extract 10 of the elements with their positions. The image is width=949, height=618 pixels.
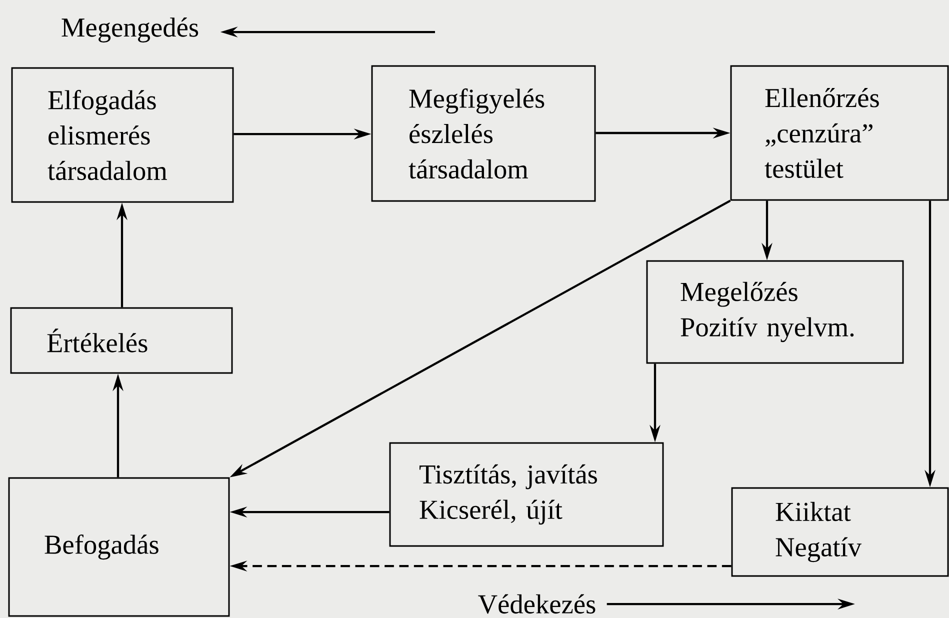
node-text: Megengedés: [62, 18, 198, 42]
process-box: Értékelés: [10, 307, 233, 374]
process-box: Megelőzés Pozitív nyelvm.: [646, 260, 904, 364]
process-box: Megfigyelés észlelés társadalom: [371, 65, 596, 202]
process-box: Elfogadás elismerés társadalom: [11, 67, 234, 203]
process-box: Tisztítás, javítás Kicserél, újít: [389, 442, 664, 547]
process-box: Kiiktat Negatív: [731, 487, 949, 577]
node-text: Védekezés: [478, 594, 596, 614]
process-box: Ellenőrzés „cenzúra” testület: [730, 65, 949, 201]
process-box: Befogadás: [8, 477, 230, 617]
